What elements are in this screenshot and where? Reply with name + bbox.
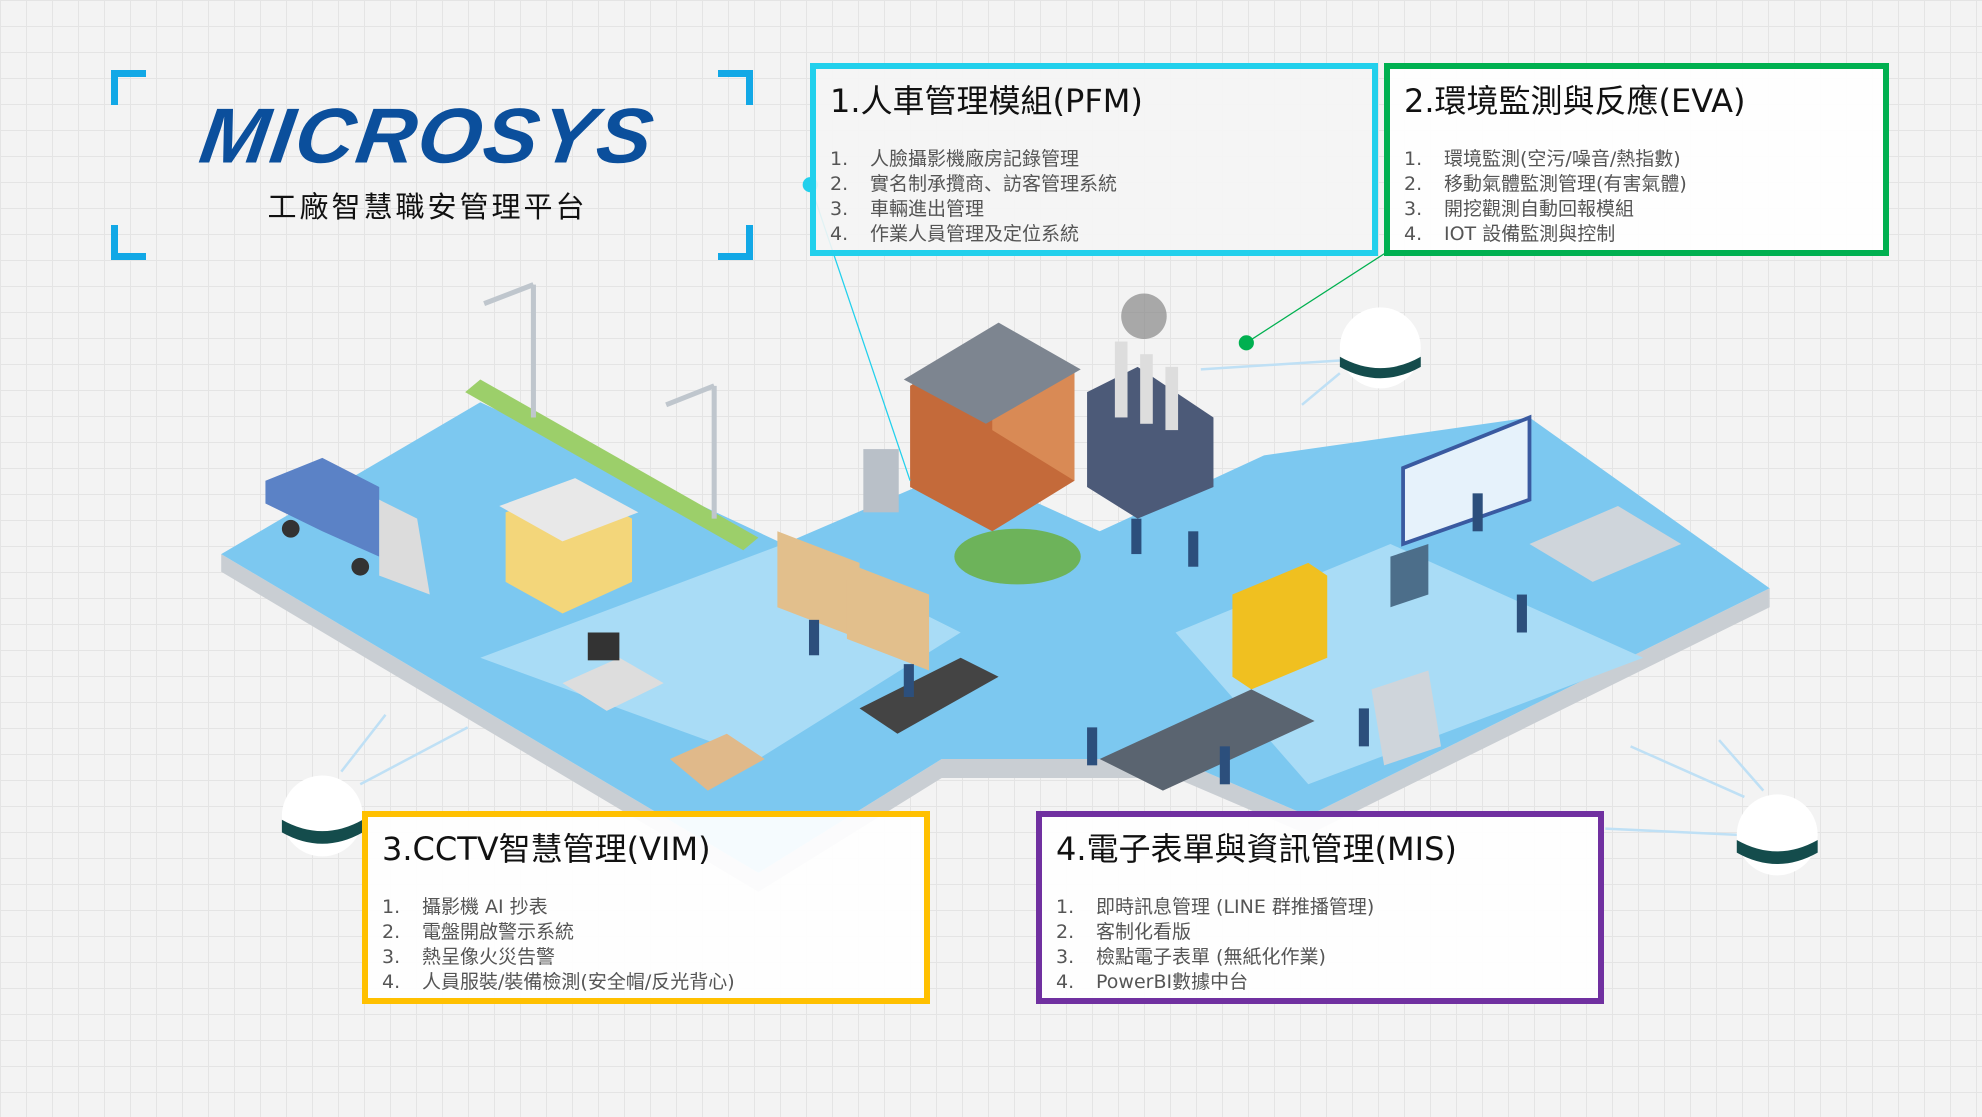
module-title: 3.CCTV智慧管理(VIM) <box>382 830 711 868</box>
module-title: 2.環境監測與反應(EVA) <box>1404 82 1746 120</box>
sensor-sphere <box>281 713 469 857</box>
eva-connector-dot <box>1238 335 1254 351</box>
sensor-sphere <box>1605 739 1818 876</box>
list-item: 3.檢點電子表單 (無紙化作業) <box>1056 946 1326 968</box>
module-vim-card: 3.CCTV智慧管理(VIM) 1.攝影機 AI 抄表 2.電盤開啟警示系統 3… <box>362 811 930 1004</box>
list-item: 4.作業人員管理及定位系統 <box>830 223 1080 245</box>
gate-house <box>499 478 639 614</box>
list-item: 1.環境監測(空污/噪音/熱指數) <box>1404 148 1681 170</box>
list-item: 3.開挖觀測自動回報模組 <box>1404 198 1635 220</box>
warehouse-shelves <box>669 531 999 791</box>
list-item: 2.移動氣體監測管理(有害氣體) <box>1404 173 1687 195</box>
list-item: 4.人員服裝/裝備檢測(安全帽/反光背心) <box>382 971 735 993</box>
module-title: 1.人車管理模組(PFM) <box>830 82 1143 120</box>
module-title: 4.電子表單與資訊管理(MIS) <box>1056 830 1457 868</box>
list-item: 1.攝影機 AI 抄表 <box>382 896 548 918</box>
list-item: 3.熱呈像火災告警 <box>382 946 556 968</box>
lamp-posts <box>483 282 717 519</box>
production-line <box>1099 562 1441 791</box>
corner-bracket-top-right <box>718 70 753 105</box>
module-eva-card: 2.環境監測與反應(EVA) 1.環境監測(空污/噪音/熱指數) 2.移動氣體監… <box>1384 63 1889 256</box>
list-item: 1.即時訊息管理 (LINE 群推播管理) <box>1056 896 1375 918</box>
eva-connector-line <box>1245 252 1386 344</box>
module-pfm-card: 1.人車管理模組(PFM) 1.人臉攝影機廠房記錄管理 2.實名制承攬商、訪客管… <box>810 63 1378 256</box>
platform-subtitle: 工廠智慧職安管理平台 <box>267 190 588 224</box>
workers <box>808 493 1527 785</box>
list-item: 1.人臉攝影機廠房記錄管理 <box>830 148 1080 170</box>
list-item: 2.實名制承攬商、訪客管理系統 <box>830 173 1118 195</box>
corner-bracket-bottom-right <box>718 225 753 260</box>
green-strip <box>465 379 759 551</box>
brand-logo: MICROSYS <box>194 93 661 180</box>
corner-bracket-top-left <box>111 70 146 105</box>
list-item: 2.客制化看版 <box>1056 921 1192 943</box>
sensor-sphere <box>1200 307 1421 406</box>
list-item: 4.PowerBI數據中台 <box>1056 971 1249 993</box>
logo: MICROSYS 工廠智慧職安管理平台 <box>190 92 665 226</box>
factory-building <box>863 293 1214 585</box>
list-item: 2.電盤開啟警示系統 <box>382 921 575 943</box>
corner-bracket-bottom-left <box>111 225 146 260</box>
list-item: 4.IOT 設備監測與控制 <box>1404 223 1616 245</box>
module-mis-card: 4.電子表單與資訊管理(MIS) 1.即時訊息管理 (LINE 群推播管理) 2… <box>1036 811 1604 1004</box>
truck <box>265 457 430 595</box>
list-item: 3.車輛進出管理 <box>830 198 985 220</box>
workstation-area <box>562 414 1682 711</box>
